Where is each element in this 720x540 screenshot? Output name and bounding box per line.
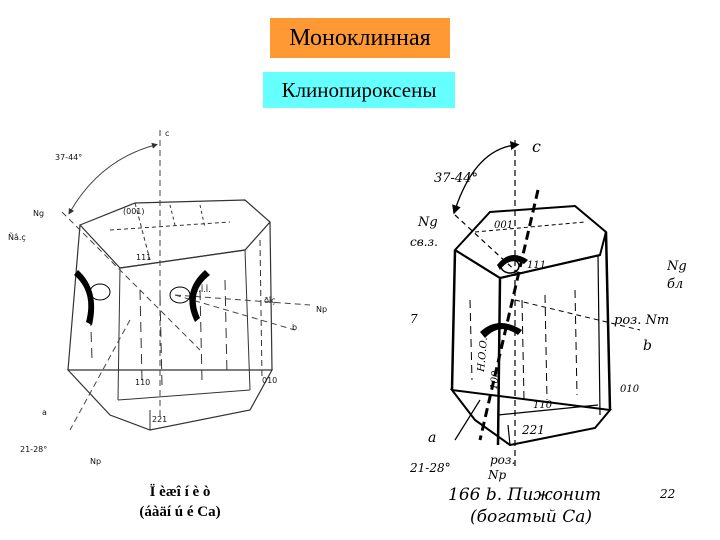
svg-text:Ng: Ng xyxy=(666,259,687,274)
svg-text:21-28°: 21-28° xyxy=(20,445,47,454)
left-crystal xyxy=(66,199,274,431)
svg-text:100: 100 xyxy=(489,370,502,391)
svg-text:c: c xyxy=(532,137,541,156)
svg-text:Ì.Î.Î.: Ì.Î.Î. xyxy=(196,283,211,294)
svg-text:110: 110 xyxy=(135,378,150,387)
svg-text:Np: Np xyxy=(487,468,507,482)
svg-text:b: b xyxy=(643,338,652,354)
svg-text:a: a xyxy=(428,430,436,446)
svg-text:Ñâ.ç: Ñâ.ç xyxy=(8,232,26,242)
svg-text:роз.: роз. xyxy=(490,453,515,467)
left-labels: c 37-44° Ng Ñâ.ç (001) 111 Ì.Î.Î. ðîç Np… xyxy=(8,129,327,466)
svg-text:221: 221 xyxy=(521,423,545,437)
svg-text:111: 111 xyxy=(136,253,151,262)
svg-text:св.з.: св.з. xyxy=(410,235,438,249)
left-caption-line2: (áàäí ú é Ca) xyxy=(139,504,221,520)
title-monoclinic: Моноклинная xyxy=(270,18,450,58)
svg-text:221: 221 xyxy=(152,415,167,424)
svg-text:37-44°: 37-44° xyxy=(55,153,82,162)
right-labels: c 37-44° Ng св.з. 001 111 100 Н.О.О. роз… xyxy=(409,137,687,501)
svg-text:Н.О.О.: Н.О.О. xyxy=(476,337,490,373)
svg-text:c: c xyxy=(165,129,169,138)
svg-text:110: 110 xyxy=(533,400,553,411)
svg-text:Np: Np xyxy=(90,457,101,466)
svg-text:бл: бл xyxy=(667,277,683,292)
right-crystal xyxy=(449,204,612,447)
right-angle-arc xyxy=(452,141,520,215)
svg-text:001: 001 xyxy=(494,220,513,231)
svg-text:010: 010 xyxy=(262,376,277,385)
svg-text:роз. Nm: роз. Nm xyxy=(614,313,669,328)
svg-text:37-44°: 37-44° xyxy=(434,171,478,186)
svg-text:(001): (001) xyxy=(123,207,145,216)
left-caption: Ï èæî í è ò (áàäí ú é Ca) xyxy=(120,482,240,522)
svg-text:111: 111 xyxy=(527,260,546,271)
svg-text:22: 22 xyxy=(659,487,675,501)
right-axes xyxy=(454,140,641,470)
svg-text:7: 7 xyxy=(410,312,418,326)
svg-text:ðîç: ðîç xyxy=(264,296,276,305)
right-caption-line1: 166 b. Пижонит xyxy=(448,485,602,505)
right-caption: 166 b. Пижонит (богатый Са) xyxy=(448,484,618,528)
svg-text:a: a xyxy=(42,408,47,417)
svg-text:21-28°: 21-28° xyxy=(409,461,451,475)
subtitle-clinopyroxenes: Клинопироксены xyxy=(263,72,455,108)
left-rotation-arrows xyxy=(74,270,210,325)
left-angle-arc xyxy=(68,142,158,215)
svg-text:Np: Np xyxy=(316,305,327,314)
right-rotation-arrows xyxy=(480,255,528,338)
svg-text:Ng: Ng xyxy=(417,215,438,230)
svg-text:Ng: Ng xyxy=(33,209,44,218)
left-caption-line1: Ï èæî í è ò xyxy=(149,484,211,500)
right-caption-line2: (богатый Са) xyxy=(470,507,593,527)
svg-text:b: b xyxy=(292,323,297,332)
svg-text:010: 010 xyxy=(620,384,640,395)
